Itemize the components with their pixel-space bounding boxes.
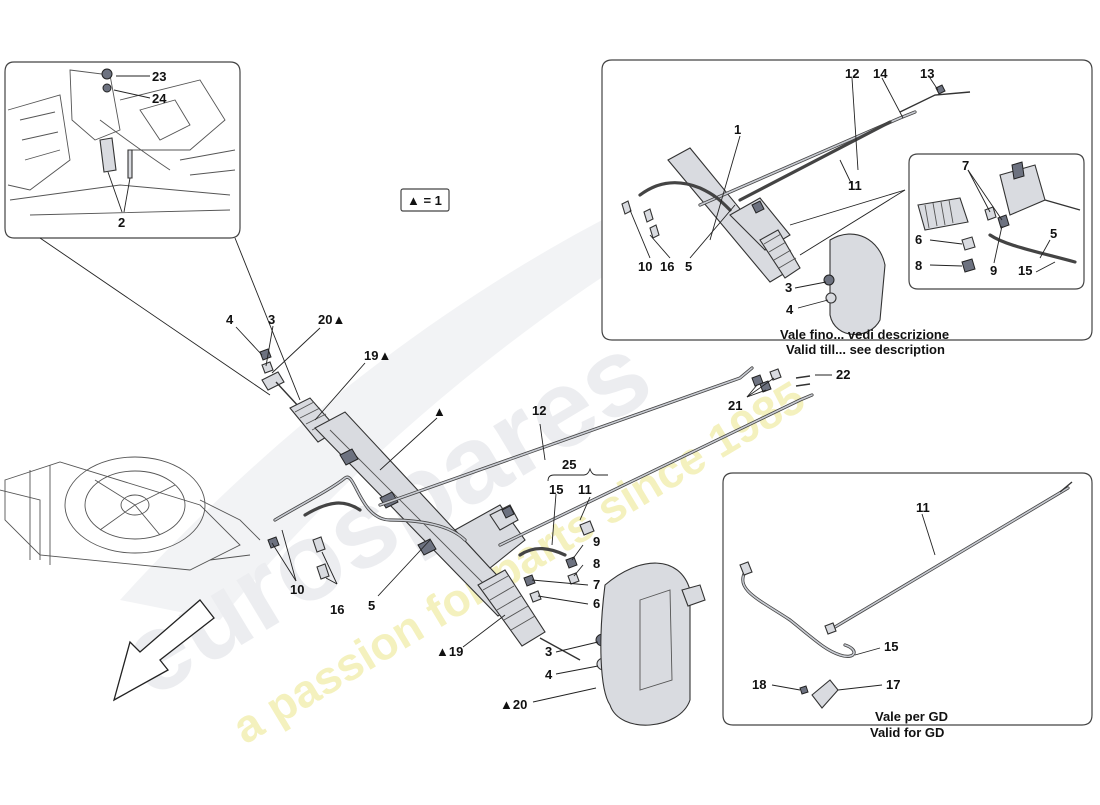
inset-bottom-right-callouts: 11 15 18 17 (752, 500, 930, 692)
main-leaders (235, 325, 832, 703)
callout-2: 2 (118, 215, 125, 230)
inset-bottom-right-caption: Vale per GD Valid for GD (870, 709, 948, 740)
callout-5: 5 (368, 598, 375, 613)
callout-b4: 4 (545, 667, 553, 682)
callout-tr-16: 16 (660, 259, 674, 274)
callout-b20: ▲20 (500, 697, 527, 712)
callout-8: 8 (593, 556, 600, 571)
callout-tr-12: 12 (845, 66, 859, 81)
callout-6: 6 (593, 596, 600, 611)
callout-tr-7: 7 (962, 158, 969, 173)
callout-16: 16 (330, 602, 344, 617)
caption-br-line2: Valid for GD (870, 725, 944, 740)
steering-rack-main (259, 348, 814, 726)
callout-br-11: 11 (916, 500, 930, 515)
callout-br-18: 18 (752, 677, 766, 692)
callout-tr-11: 11 (848, 178, 862, 193)
callout-22: 22 (836, 367, 850, 382)
radiator-fan (0, 456, 261, 571)
callout-tr-6: 6 (915, 232, 922, 247)
callout-b19: ▲19 (436, 644, 463, 659)
inset-top-right-leaders (629, 77, 1056, 309)
callout-br-15: 15 (884, 639, 898, 654)
callout-9: 9 (593, 534, 600, 549)
legend-box: ▲ = 1 (400, 188, 450, 212)
callout-tr-4: 4 (786, 302, 794, 317)
callout-tr-5b: 5 (1050, 226, 1057, 241)
callout-25: 25 (562, 457, 576, 472)
callout-4: 4 (226, 312, 234, 327)
legend-note: ▲ = 1 (407, 193, 442, 208)
direction-arrow-icon (112, 599, 215, 702)
callout-15: 15 (549, 482, 563, 497)
callout-7: 7 (593, 577, 600, 592)
inset-top-right (601, 59, 1093, 341)
main-callouts: 4 3 20▲ 19▲ ▲ 12 25 15 11 9 8 7 6 10 16 … (226, 312, 850, 712)
callout-tr-15: 15 (1018, 263, 1032, 278)
callout-tr-9: 9 (990, 263, 997, 278)
caption-tr-line1: Vale fino... vedi descrizione (780, 327, 949, 342)
callout-triangle: ▲ (433, 404, 446, 419)
callout-tr-5: 5 (685, 259, 692, 274)
inset-top-left: 23 24 2 (4, 61, 301, 401)
callout-tr-10: 10 (638, 259, 652, 274)
callout-tr-1: 1 (734, 122, 741, 137)
callout-23: 23 (152, 69, 166, 84)
caption-br-line1: Vale per GD (875, 709, 948, 724)
callout-12: 12 (532, 403, 546, 418)
callout-11: 11 (578, 482, 592, 497)
callout-tr-14: 14 (873, 66, 888, 81)
callout-19: 19▲ (364, 348, 391, 363)
inset-top-right-callouts: 12 14 13 1 11 10 16 5 3 4 7 6 8 9 5 15 (638, 66, 1057, 317)
callout-br-17: 17 (886, 677, 900, 692)
inset-bottom-right (722, 472, 1093, 726)
callout-3: 3 (268, 312, 275, 327)
callout-24: 24 (152, 91, 167, 106)
callout-tr-8: 8 (915, 258, 922, 273)
callout-tr-13: 13 (920, 66, 934, 81)
callout-b3: 3 (545, 644, 552, 659)
caption-tr-line2: Valid till... see description (786, 342, 945, 357)
callout-21: 21 (728, 398, 742, 413)
callout-tr-3: 3 (785, 280, 792, 295)
callout-10: 10 (290, 582, 304, 597)
inset-top-right-caption: Vale fino... vedi descrizione Valid till… (780, 327, 949, 357)
callout-20: 20▲ (318, 312, 345, 327)
